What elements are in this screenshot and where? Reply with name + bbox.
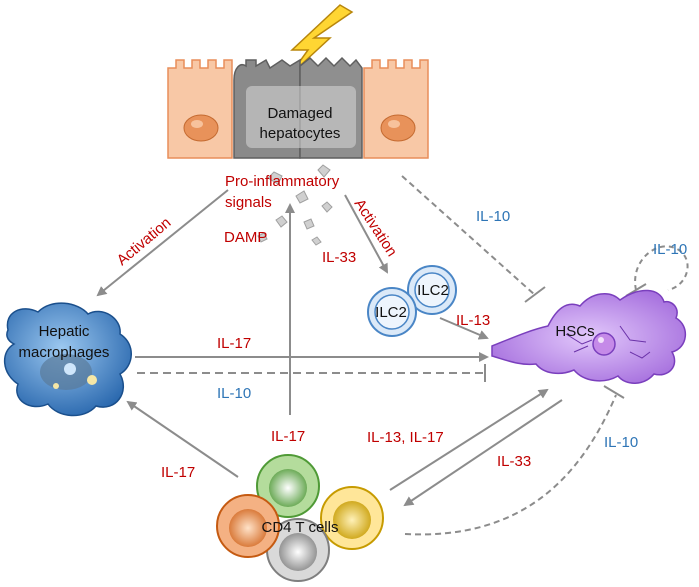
il17-cd4-up-label: IL-17 [271, 428, 305, 445]
arrow-activation-right [344, 194, 388, 274]
cell-debris [257, 164, 333, 246]
hepatocyte-damaged-group [233, 56, 363, 159]
il17-cd4-mac-label: IL-17 [161, 464, 195, 481]
ilc2-label-a: ILC2 [417, 282, 449, 299]
hepatic-stellate-cell: HSCs [491, 289, 686, 384]
il17-mac-hsc-label: IL-17 [217, 335, 251, 352]
damaged-hepatocytes-label-line1: Damaged [267, 105, 332, 122]
il10-hsc-cd4-label: IL-10 [604, 434, 638, 451]
pro-inflammatory-label-line2: signals [225, 194, 272, 211]
ilc2-cells: ILC2 ILC2 [367, 265, 457, 337]
il10-hsc-mac-label: IL-10 [217, 385, 251, 402]
ilc2-label-b: ILC2 [375, 304, 407, 321]
hepatic-macrophage: Hepatic macrophages [4, 302, 132, 417]
pro-inflammatory-label-line1: Pro-inflammatory [225, 173, 340, 190]
arrow-cd4-hsc [389, 388, 549, 491]
il10-hep-hsc-label: IL-10 [476, 208, 510, 225]
macrophage-label-line1: Hepatic [39, 323, 90, 340]
inhibit-il10-self [634, 245, 689, 291]
hepatocyte-row: Damaged hepatocytes [167, 56, 429, 159]
cd4-t-cells: CD4 T cells [216, 454, 384, 582]
il13-il17-cd4-hsc-label: IL-13, IL-17 [367, 429, 444, 446]
arrow-activation-left [96, 189, 229, 297]
macrophage-label-line2: macrophages [19, 344, 110, 361]
hepatocyte-healthy-left [167, 59, 233, 159]
arrow-il13-ilc2-hsc [439, 317, 489, 340]
il33-hsc-cd4-label: IL-33 [497, 453, 531, 470]
arrow-il17-cd4-mac [126, 400, 239, 478]
hsc-label: HSCs [555, 323, 594, 340]
cd4-label: CD4 T cells [262, 519, 339, 536]
il33-ilc2-label: IL-33 [322, 249, 356, 266]
inhibit-il10-hsc-cd4 [404, 394, 617, 536]
lightning-icon [289, 4, 354, 76]
hepatocyte-healthy-right [363, 59, 429, 159]
connections [96, 175, 689, 536]
damaged-hepatocytes-label-line2: hepatocytes [260, 125, 341, 142]
il13-ilc2-label: IL-13 [456, 312, 490, 329]
arrow-hsc-cd4 [403, 399, 563, 507]
damp-label: DAMP [224, 229, 267, 246]
il10-self-label: IL-10 [653, 241, 687, 258]
